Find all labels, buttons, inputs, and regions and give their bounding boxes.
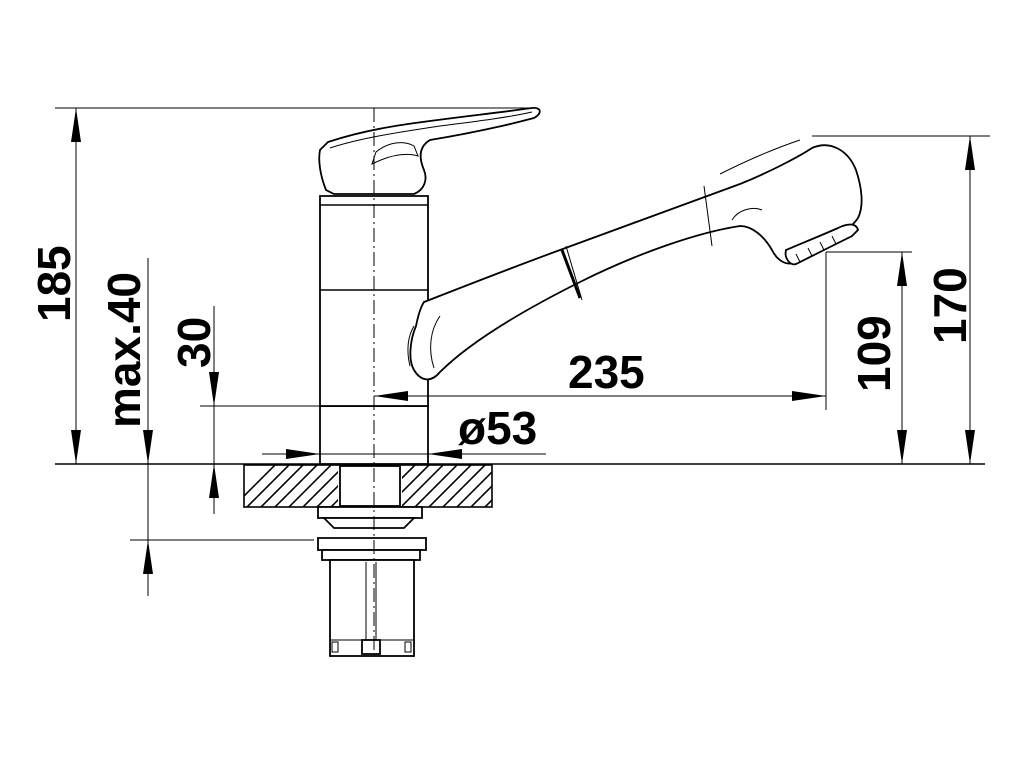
dimension-outlet-height: 109 [826, 251, 912, 464]
dimension-total-height: 185 [28, 107, 534, 464]
dimension-label-max40: max.40 [98, 272, 150, 428]
lever-handle [318, 107, 541, 195]
dimension-spout-reach: 235 [374, 252, 827, 410]
spout-joint [565, 245, 583, 301]
dimension-base-height: 30 [168, 306, 320, 514]
dimension-label-170: 170 [924, 267, 976, 344]
dimension-label-235: 235 [568, 346, 645, 398]
dimension-label-185: 185 [28, 245, 80, 322]
faucet-body [318, 107, 863, 465]
dimension-spout-height: 170 [812, 135, 990, 464]
dimension-label-109: 109 [848, 315, 900, 392]
dimension-counter-thickness: max.40 [98, 258, 314, 596]
mounting-assembly [317, 465, 427, 657]
dimension-base-diameter: ø53 [262, 402, 546, 459]
spray-head [784, 223, 859, 266]
dimension-label-diameter: ø53 [458, 402, 537, 454]
dimension-label-30: 30 [168, 317, 220, 368]
